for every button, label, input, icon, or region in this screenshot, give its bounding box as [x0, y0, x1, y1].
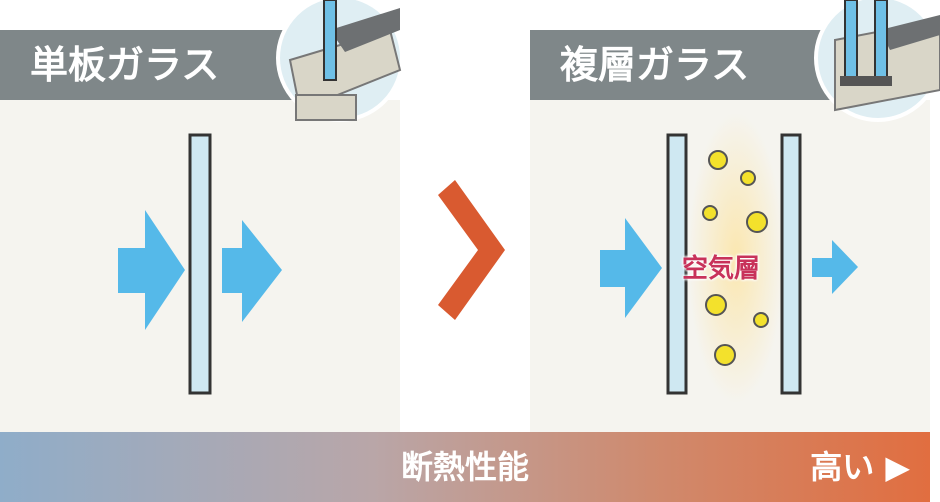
air-layer-glow: [688, 113, 784, 403]
single-glass-pane: [188, 133, 212, 395]
insulation-performance-bar: 断熱性能 高い ▶: [0, 432, 930, 502]
glass-pane-outer: [666, 133, 688, 395]
heat-arrow-in-icon: [118, 210, 185, 330]
double-glass-frame-icon: [814, 0, 940, 122]
heat-arrow-out-small-icon: [812, 240, 858, 294]
single-glass-title: 単板ガラス: [0, 30, 300, 100]
greater-than-chevron-icon: [438, 180, 505, 320]
glass-pane-inner: [780, 133, 802, 395]
double-glass-title: 複層ガラス: [530, 30, 840, 100]
single-glass-frame-icon: [276, 0, 404, 122]
high-indicator: 高い ▶: [810, 432, 910, 502]
play-triangle-icon: ▶: [885, 448, 910, 486]
heat-arrow-out-icon: [222, 220, 282, 322]
insulation-performance-label: 断熱性能: [400, 448, 529, 486]
air-layer-label: 空気層: [682, 254, 761, 284]
high-label: 高い: [810, 448, 875, 486]
air-bubbles: [702, 150, 769, 366]
heat-arrow-in-icon: [600, 218, 662, 318]
